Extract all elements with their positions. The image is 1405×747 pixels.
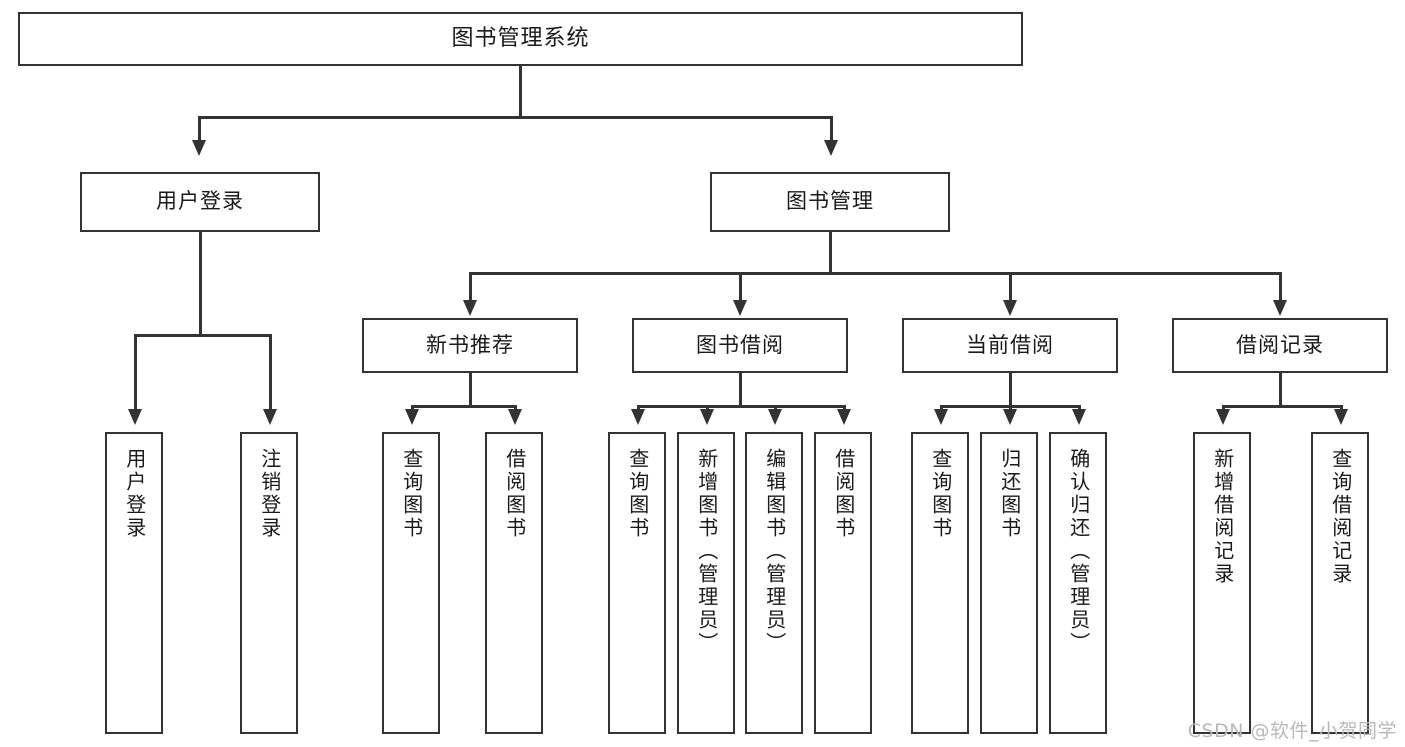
- node-borrow-record[interactable]: 借阅记录: [1172, 318, 1388, 373]
- leaf-query-borrow-record[interactable]: 查询借阅记录: [1311, 432, 1369, 734]
- leaf-query-book-borrow[interactable]: 查询图书: [608, 432, 666, 734]
- connector-to-borrow-record: [1279, 272, 1282, 302]
- connector-borrow-record-bar: [1222, 405, 1342, 408]
- arrowhead-leaf-logout: [263, 409, 277, 425]
- node-book-management[interactable]: 图书管理: [710, 172, 950, 232]
- leaf-label: 注销登录: [257, 448, 282, 540]
- leaf-edit-book-admin[interactable]: 编辑图书（管理员）: [745, 432, 803, 734]
- leaf-label: 借阅图书: [831, 448, 856, 540]
- connector-to-book-borrow: [739, 272, 742, 302]
- arrowhead-br-leaf-2: [1334, 409, 1348, 425]
- node-label: 图书管理: [786, 189, 874, 214]
- connector-user-login-bar: [134, 334, 271, 337]
- leaf-label: 编辑图书（管理员）: [762, 448, 787, 655]
- node-book-borrow[interactable]: 图书借阅: [632, 318, 848, 373]
- connector-to-current-borrow: [1009, 272, 1012, 302]
- connector-user-login-leaf-2: [269, 334, 272, 412]
- connector-new-book-bar: [411, 405, 515, 408]
- leaf-label: 查询图书: [928, 448, 953, 540]
- arrowhead-book-borrow: [733, 300, 747, 316]
- arrowhead-new-book: [463, 300, 477, 316]
- arrowhead-book-manage: [824, 140, 838, 156]
- leaf-label: 查询借阅记录: [1328, 448, 1353, 586]
- node-label: 图书借阅: [696, 332, 784, 357]
- leaf-label: 新增图书（管理员）: [694, 448, 719, 655]
- node-label: 用户登录: [156, 189, 244, 214]
- arrowhead-bb-leaf-4: [837, 409, 851, 425]
- connector-user-login-stem: [199, 232, 202, 336]
- leaf-borrow-book[interactable]: 借阅图书: [814, 432, 872, 734]
- leaf-return-book[interactable]: 归还图书: [980, 432, 1038, 734]
- connector-root-bar: [198, 116, 832, 119]
- arrowhead-bb-leaf-2: [700, 409, 714, 425]
- connector-user-login-leaf-1: [134, 334, 137, 412]
- arrowhead-borrow-record: [1273, 300, 1287, 316]
- leaf-add-book-admin[interactable]: 新增图书（管理员）: [677, 432, 735, 734]
- node-label: 图书管理系统: [451, 25, 590, 51]
- node-root-system[interactable]: 图书管理系统: [18, 12, 1023, 66]
- node-label: 当前借阅: [966, 332, 1054, 357]
- arrowhead-cb-leaf-2: [1003, 409, 1017, 425]
- leaf-label: 归还图书: [997, 448, 1022, 540]
- leaf-label: 借阅图书: [502, 448, 527, 540]
- arrowhead-bb-leaf-1: [631, 409, 645, 425]
- arrowhead-user-login: [192, 140, 206, 156]
- arrowhead-leaf-user-login: [128, 409, 142, 425]
- connector-book-manage-stem: [829, 232, 832, 274]
- leaf-query-book-current[interactable]: 查询图书: [911, 432, 969, 734]
- connector-new-book-stem: [469, 373, 472, 407]
- leaf-label: 新增借阅记录: [1210, 448, 1235, 586]
- leaf-query-book-recommend[interactable]: 查询图书: [382, 432, 440, 734]
- connector-book-borrow-stem: [739, 373, 742, 407]
- arrowhead-nb-leaf-1: [405, 409, 419, 425]
- arrowhead-br-leaf-1: [1216, 409, 1230, 425]
- arrowhead-cb-leaf-1: [934, 409, 948, 425]
- arrowhead-current-borrow: [1003, 300, 1017, 316]
- leaf-borrow-book-recommend[interactable]: 借阅图书: [485, 432, 543, 734]
- connector-borrow-record-stem: [1279, 373, 1282, 407]
- connector-current-borrow-stem: [1009, 373, 1012, 407]
- arrowhead-cb-leaf-3: [1072, 409, 1086, 425]
- node-new-book-recommend[interactable]: 新书推荐: [362, 318, 578, 373]
- connector-root-stem: [519, 66, 522, 118]
- leaf-label: 用户登录: [122, 448, 147, 540]
- node-label: 新书推荐: [426, 332, 514, 357]
- connector-book-manage-bar: [469, 272, 1281, 275]
- leaf-add-borrow-record[interactable]: 新增借阅记录: [1193, 432, 1251, 734]
- leaf-logout[interactable]: 注销登录: [240, 432, 298, 734]
- leaf-label: 查询图书: [399, 448, 424, 540]
- leaf-label: 确认归还（管理员）: [1066, 448, 1091, 655]
- connector-to-new-book: [469, 272, 472, 302]
- connector-book-borrow-bar: [637, 405, 844, 408]
- leaf-user-login[interactable]: 用户登录: [105, 432, 163, 734]
- arrowhead-bb-leaf-3: [768, 409, 782, 425]
- leaf-confirm-return-admin[interactable]: 确认归还（管理员）: [1049, 432, 1107, 734]
- leaf-label: 查询图书: [625, 448, 650, 540]
- node-label: 借阅记录: [1236, 332, 1324, 357]
- connector-root-to-book-manage: [830, 116, 833, 143]
- node-user-login[interactable]: 用户登录: [80, 172, 320, 232]
- connector-root-to-user-login: [198, 116, 201, 143]
- node-current-borrow[interactable]: 当前借阅: [902, 318, 1118, 373]
- arrowhead-nb-leaf-2: [508, 409, 522, 425]
